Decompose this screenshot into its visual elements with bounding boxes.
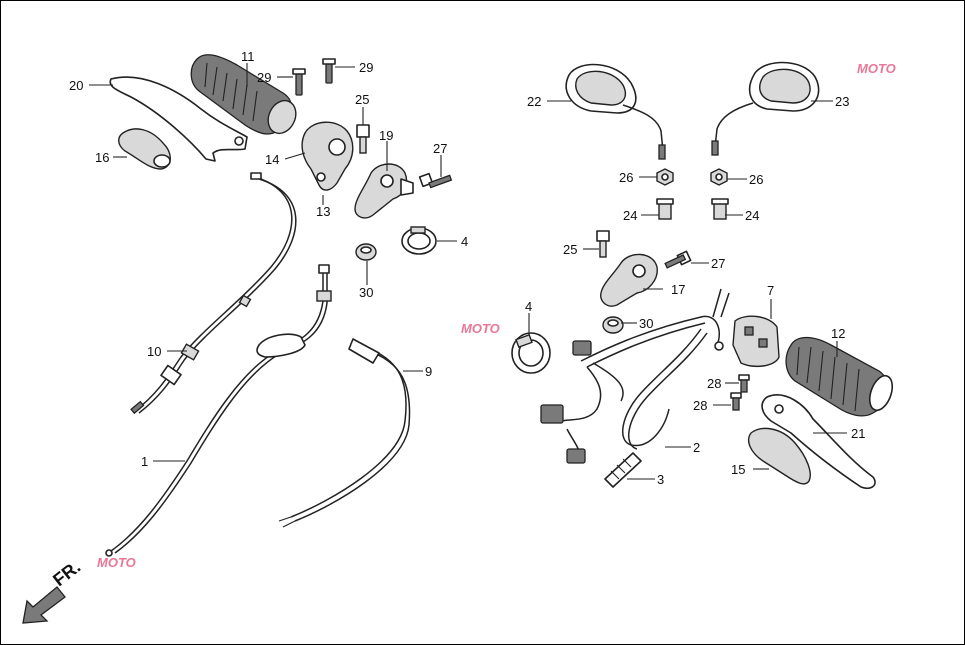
- part-screw-29a: [292, 68, 306, 96]
- part-clamp-holder: [354, 163, 414, 219]
- callout-24b: 24: [745, 208, 759, 223]
- callout-29a: 29: [257, 70, 271, 85]
- callout-24a: 24: [623, 208, 637, 223]
- part-adapter-24a: [656, 198, 674, 220]
- watermark-center: MOTO: [461, 321, 500, 336]
- part-nut-26a: [656, 168, 674, 186]
- callout-27a: 27: [433, 141, 447, 156]
- front-direction-label: FR.: [49, 557, 84, 591]
- callout-7: 7: [767, 283, 774, 298]
- part-clamp-band-4b: [511, 332, 551, 374]
- callout-16: 16: [95, 150, 109, 165]
- callout-19: 19: [379, 128, 393, 143]
- callout-labels: 20 11 29 29 25 16 14 19 27 13 4 30 10 9 …: [69, 49, 865, 487]
- part-mirror-right: [711, 61, 820, 156]
- part-mirror-left: [565, 63, 666, 160]
- part-collar-30b: [602, 316, 624, 334]
- part-clutch-lever: [109, 76, 248, 162]
- callout-11: 11: [241, 49, 255, 64]
- part-grip: [785, 336, 894, 417]
- callout-12: 12: [831, 326, 845, 341]
- callout-4a: 4: [461, 234, 468, 249]
- callout-2: 2: [693, 440, 700, 455]
- part-nut-26b: [710, 168, 728, 186]
- callout-25a: 25: [355, 92, 369, 107]
- front-direction-arrow: [22, 586, 66, 624]
- part-bolt-25a: [356, 124, 370, 154]
- part-bolt-25b: [596, 230, 610, 258]
- part-brake-cable: [604, 328, 708, 488]
- callout-30a: 30: [359, 285, 373, 300]
- callout-1: 1: [141, 454, 148, 469]
- part-lever-cover-15: [747, 427, 811, 485]
- part-clamp-holder-17: [600, 253, 658, 307]
- watermark-top-right: MOTO: [857, 61, 896, 76]
- callout-22: 22: [527, 94, 541, 109]
- callout-3: 3: [657, 472, 664, 487]
- part-screw-29b: [322, 58, 336, 84]
- part-lever-cover: [118, 128, 171, 170]
- part-screw-28a: [738, 374, 750, 393]
- callout-28b: 28: [693, 398, 707, 413]
- callout-15: 15: [731, 462, 745, 477]
- part-switch-housing: [540, 288, 780, 464]
- part-clamp-band-4a: [401, 226, 437, 255]
- callout-17: 17: [671, 282, 685, 297]
- part-cable-9: [278, 338, 411, 528]
- callout-25b: 25: [563, 242, 577, 257]
- part-bolt-27a: [418, 172, 453, 189]
- part-bolt-27b: [664, 250, 692, 269]
- callout-30b: 30: [639, 316, 653, 331]
- part-adapter-24b: [711, 198, 729, 220]
- watermark-bottom-left: MOTO: [97, 555, 136, 570]
- callout-14: 14: [265, 152, 279, 167]
- callout-29b: 29: [359, 60, 373, 75]
- part-throttle-grip: [190, 54, 297, 135]
- callout-27b: 27: [711, 256, 725, 271]
- callout-4b: 4: [525, 299, 532, 314]
- callout-21: 21: [851, 426, 865, 441]
- callout-10: 10: [147, 344, 161, 359]
- leader-lines: [89, 63, 847, 480]
- part-brake-lever: [761, 394, 876, 490]
- callout-26a: 26: [619, 170, 633, 185]
- callout-28a: 28: [707, 376, 721, 391]
- callout-20: 20: [69, 78, 83, 93]
- part-throttle-housing: [301, 121, 354, 191]
- callout-13: 13: [316, 204, 330, 219]
- part-collar-30a: [355, 243, 377, 261]
- callout-9: 9: [425, 364, 432, 379]
- callout-23: 23: [835, 94, 849, 109]
- part-screw-28b: [730, 392, 742, 411]
- part-throttle-cable: [105, 264, 332, 557]
- callout-26b: 26: [749, 172, 763, 187]
- part-clutch-cable: [130, 172, 297, 415]
